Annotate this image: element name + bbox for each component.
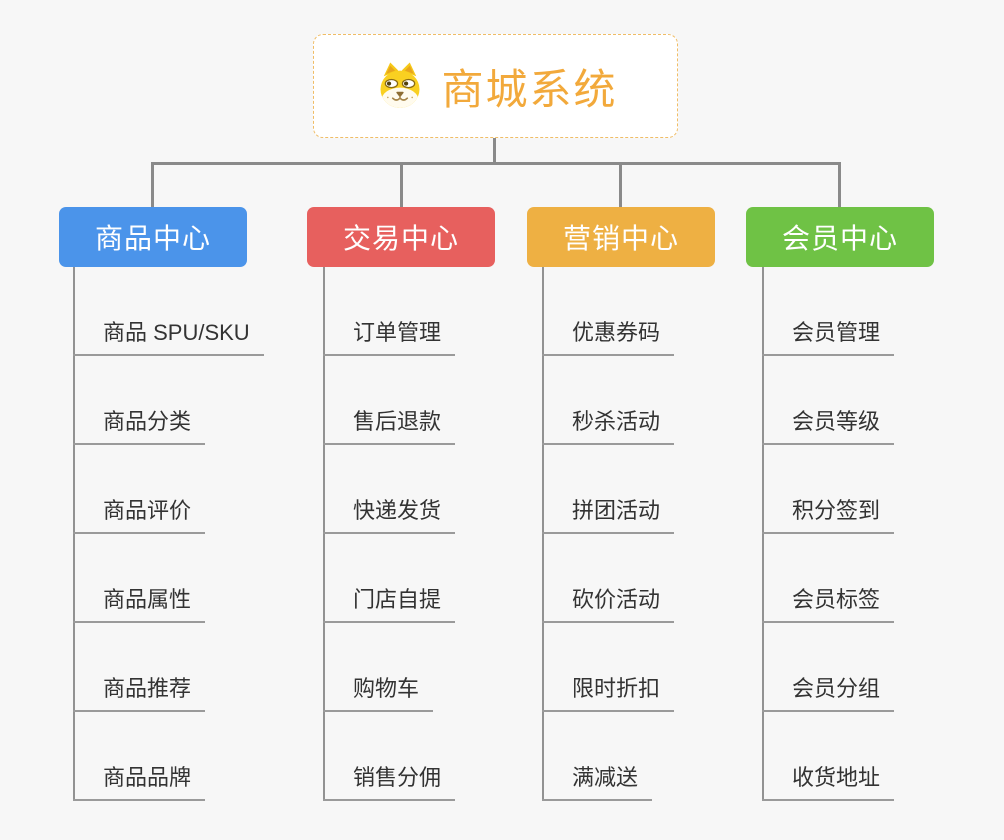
leaf-node[interactable]: 砍价活动	[542, 584, 675, 623]
branch-header-trade-center[interactable]: 交易中心	[307, 207, 495, 267]
leaf-node[interactable]: 销售分佣	[323, 762, 456, 801]
branch-trunk-line	[762, 267, 764, 801]
leaf-node[interactable]: 订单管理	[323, 317, 456, 356]
connector-drop-2	[400, 162, 403, 207]
leaf-node[interactable]: 商品品牌	[73, 762, 206, 801]
leaf-node[interactable]: 购物车	[323, 673, 434, 712]
leaf-node[interactable]: 会员等级	[762, 406, 895, 445]
dog-face-icon	[380, 62, 420, 108]
leaf-node[interactable]: 商品 SPU/SKU	[73, 317, 264, 356]
root-node[interactable]: 商城系统	[313, 34, 678, 138]
branch-trunk-line	[542, 267, 544, 801]
leaf-node[interactable]: 满减送	[542, 762, 653, 801]
leaf-node[interactable]: 积分签到	[762, 495, 895, 534]
branch-header-marketing-center[interactable]: 营销中心	[527, 207, 715, 267]
leaf-node[interactable]: 会员管理	[762, 317, 895, 356]
leaf-node[interactable]: 秒杀活动	[542, 406, 675, 445]
leaf-node[interactable]: 门店自提	[323, 584, 456, 623]
leaf-node[interactable]: 收货地址	[762, 762, 895, 801]
connector-drop-3	[619, 162, 622, 207]
leaf-node[interactable]: 拼团活动	[542, 495, 675, 534]
leaf-node[interactable]: 会员分组	[762, 673, 895, 712]
leaf-node[interactable]: 商品推荐	[73, 673, 206, 712]
branch-trunk-line	[323, 267, 325, 801]
branch-header-product-center[interactable]: 商品中心	[59, 207, 247, 267]
root-title: 商城系统	[441, 65, 618, 113]
connector-drop-1	[151, 162, 154, 207]
leaf-node[interactable]: 售后退款	[323, 406, 456, 445]
leaf-node[interactable]: 商品分类	[73, 406, 206, 445]
leaf-node[interactable]: 商品评价	[73, 495, 206, 534]
leaf-node[interactable]: 商品属性	[73, 584, 206, 623]
branch-header-member-center[interactable]: 会员中心	[746, 207, 934, 267]
leaf-node[interactable]: 快递发货	[323, 495, 456, 534]
connector-bus	[152, 162, 841, 165]
connector-drop-4	[838, 162, 841, 207]
leaf-node[interactable]: 优惠券码	[542, 317, 675, 356]
leaf-node[interactable]: 限时折扣	[542, 673, 675, 712]
connector-root-stub	[493, 138, 496, 163]
branch-trunk-line	[73, 267, 75, 801]
leaf-node[interactable]: 会员标签	[762, 584, 895, 623]
